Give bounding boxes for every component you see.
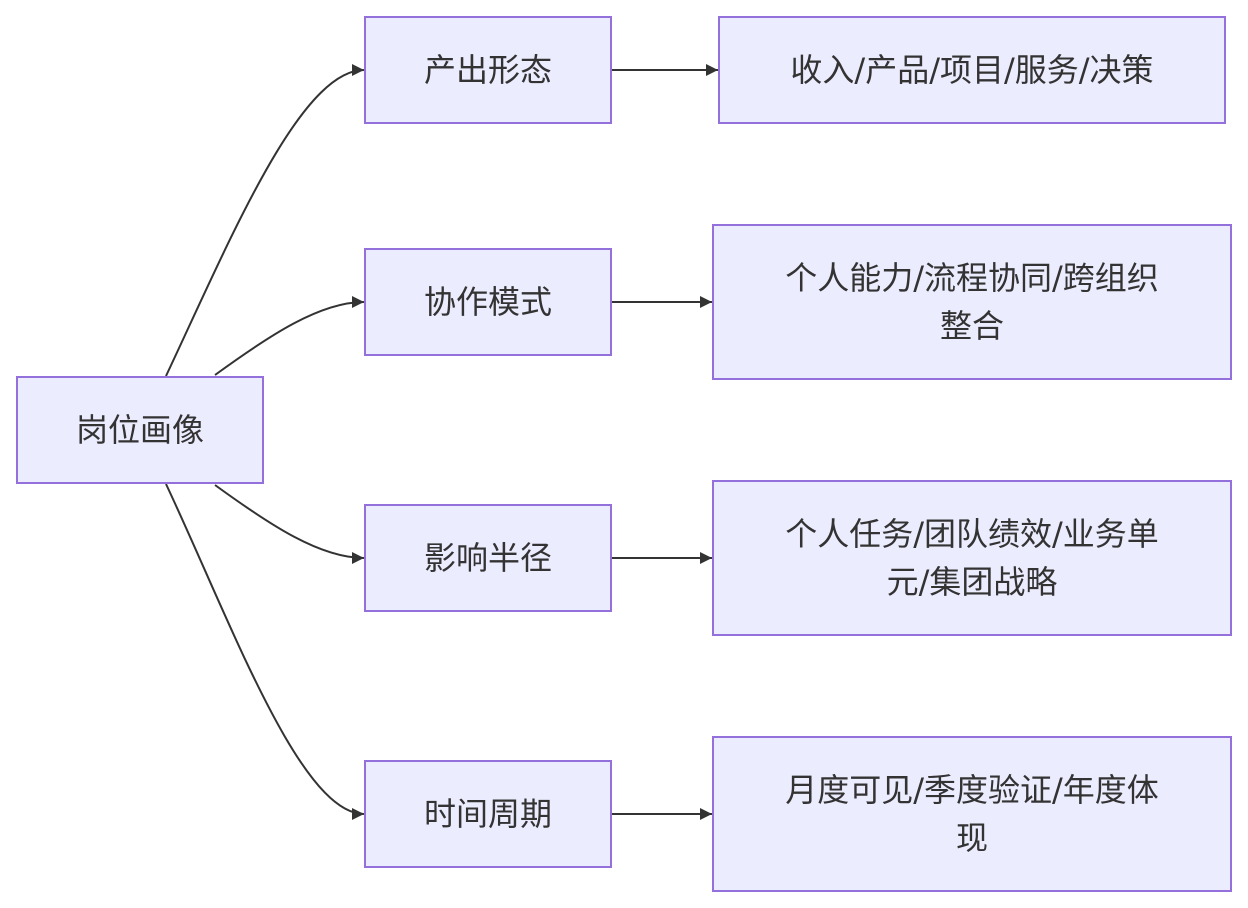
node-root-label: 岗位画像 bbox=[75, 411, 204, 449]
edge-root-to-impact bbox=[214, 484, 365, 564]
edge-root-to-cycle bbox=[165, 483, 365, 820]
node-root: 岗位画像 bbox=[16, 376, 264, 484]
node-impact-radius: 影响半径 bbox=[364, 504, 612, 612]
node-collaboration-mode-label: 协作模式 bbox=[423, 283, 552, 321]
node-collaboration-mode-detail-label: 个人能力/流程协同/跨组织整合 bbox=[785, 259, 1159, 345]
node-impact-radius-detail-label: 个人任务/团队绩效/业务单元/集团战略 bbox=[785, 515, 1159, 601]
node-impact-radius-detail: 个人任务/团队绩效/业务单元/集团战略 bbox=[712, 480, 1232, 636]
node-collaboration-mode-detail: 个人能力/流程协同/跨组织整合 bbox=[712, 224, 1232, 380]
node-collaboration-mode: 协作模式 bbox=[364, 248, 612, 356]
node-impact-radius-label: 影响半径 bbox=[423, 539, 552, 577]
edge-root-to-output bbox=[165, 64, 365, 377]
node-time-cycle: 时间周期 bbox=[364, 760, 612, 868]
node-output-form-detail-label: 收入/产品/项目/服务/决策 bbox=[790, 51, 1154, 89]
node-output-form: 产出形态 bbox=[364, 16, 612, 124]
node-time-cycle-detail: 月度可见/季度验证/年度体现 bbox=[712, 736, 1232, 892]
edge-root-to-collaboration bbox=[214, 296, 365, 376]
node-time-cycle-label: 时间周期 bbox=[423, 795, 552, 833]
node-time-cycle-detail-label: 月度可见/季度验证/年度体现 bbox=[785, 771, 1159, 857]
node-output-form-label: 产出形态 bbox=[423, 51, 552, 89]
node-output-form-detail: 收入/产品/项目/服务/决策 bbox=[718, 16, 1226, 124]
